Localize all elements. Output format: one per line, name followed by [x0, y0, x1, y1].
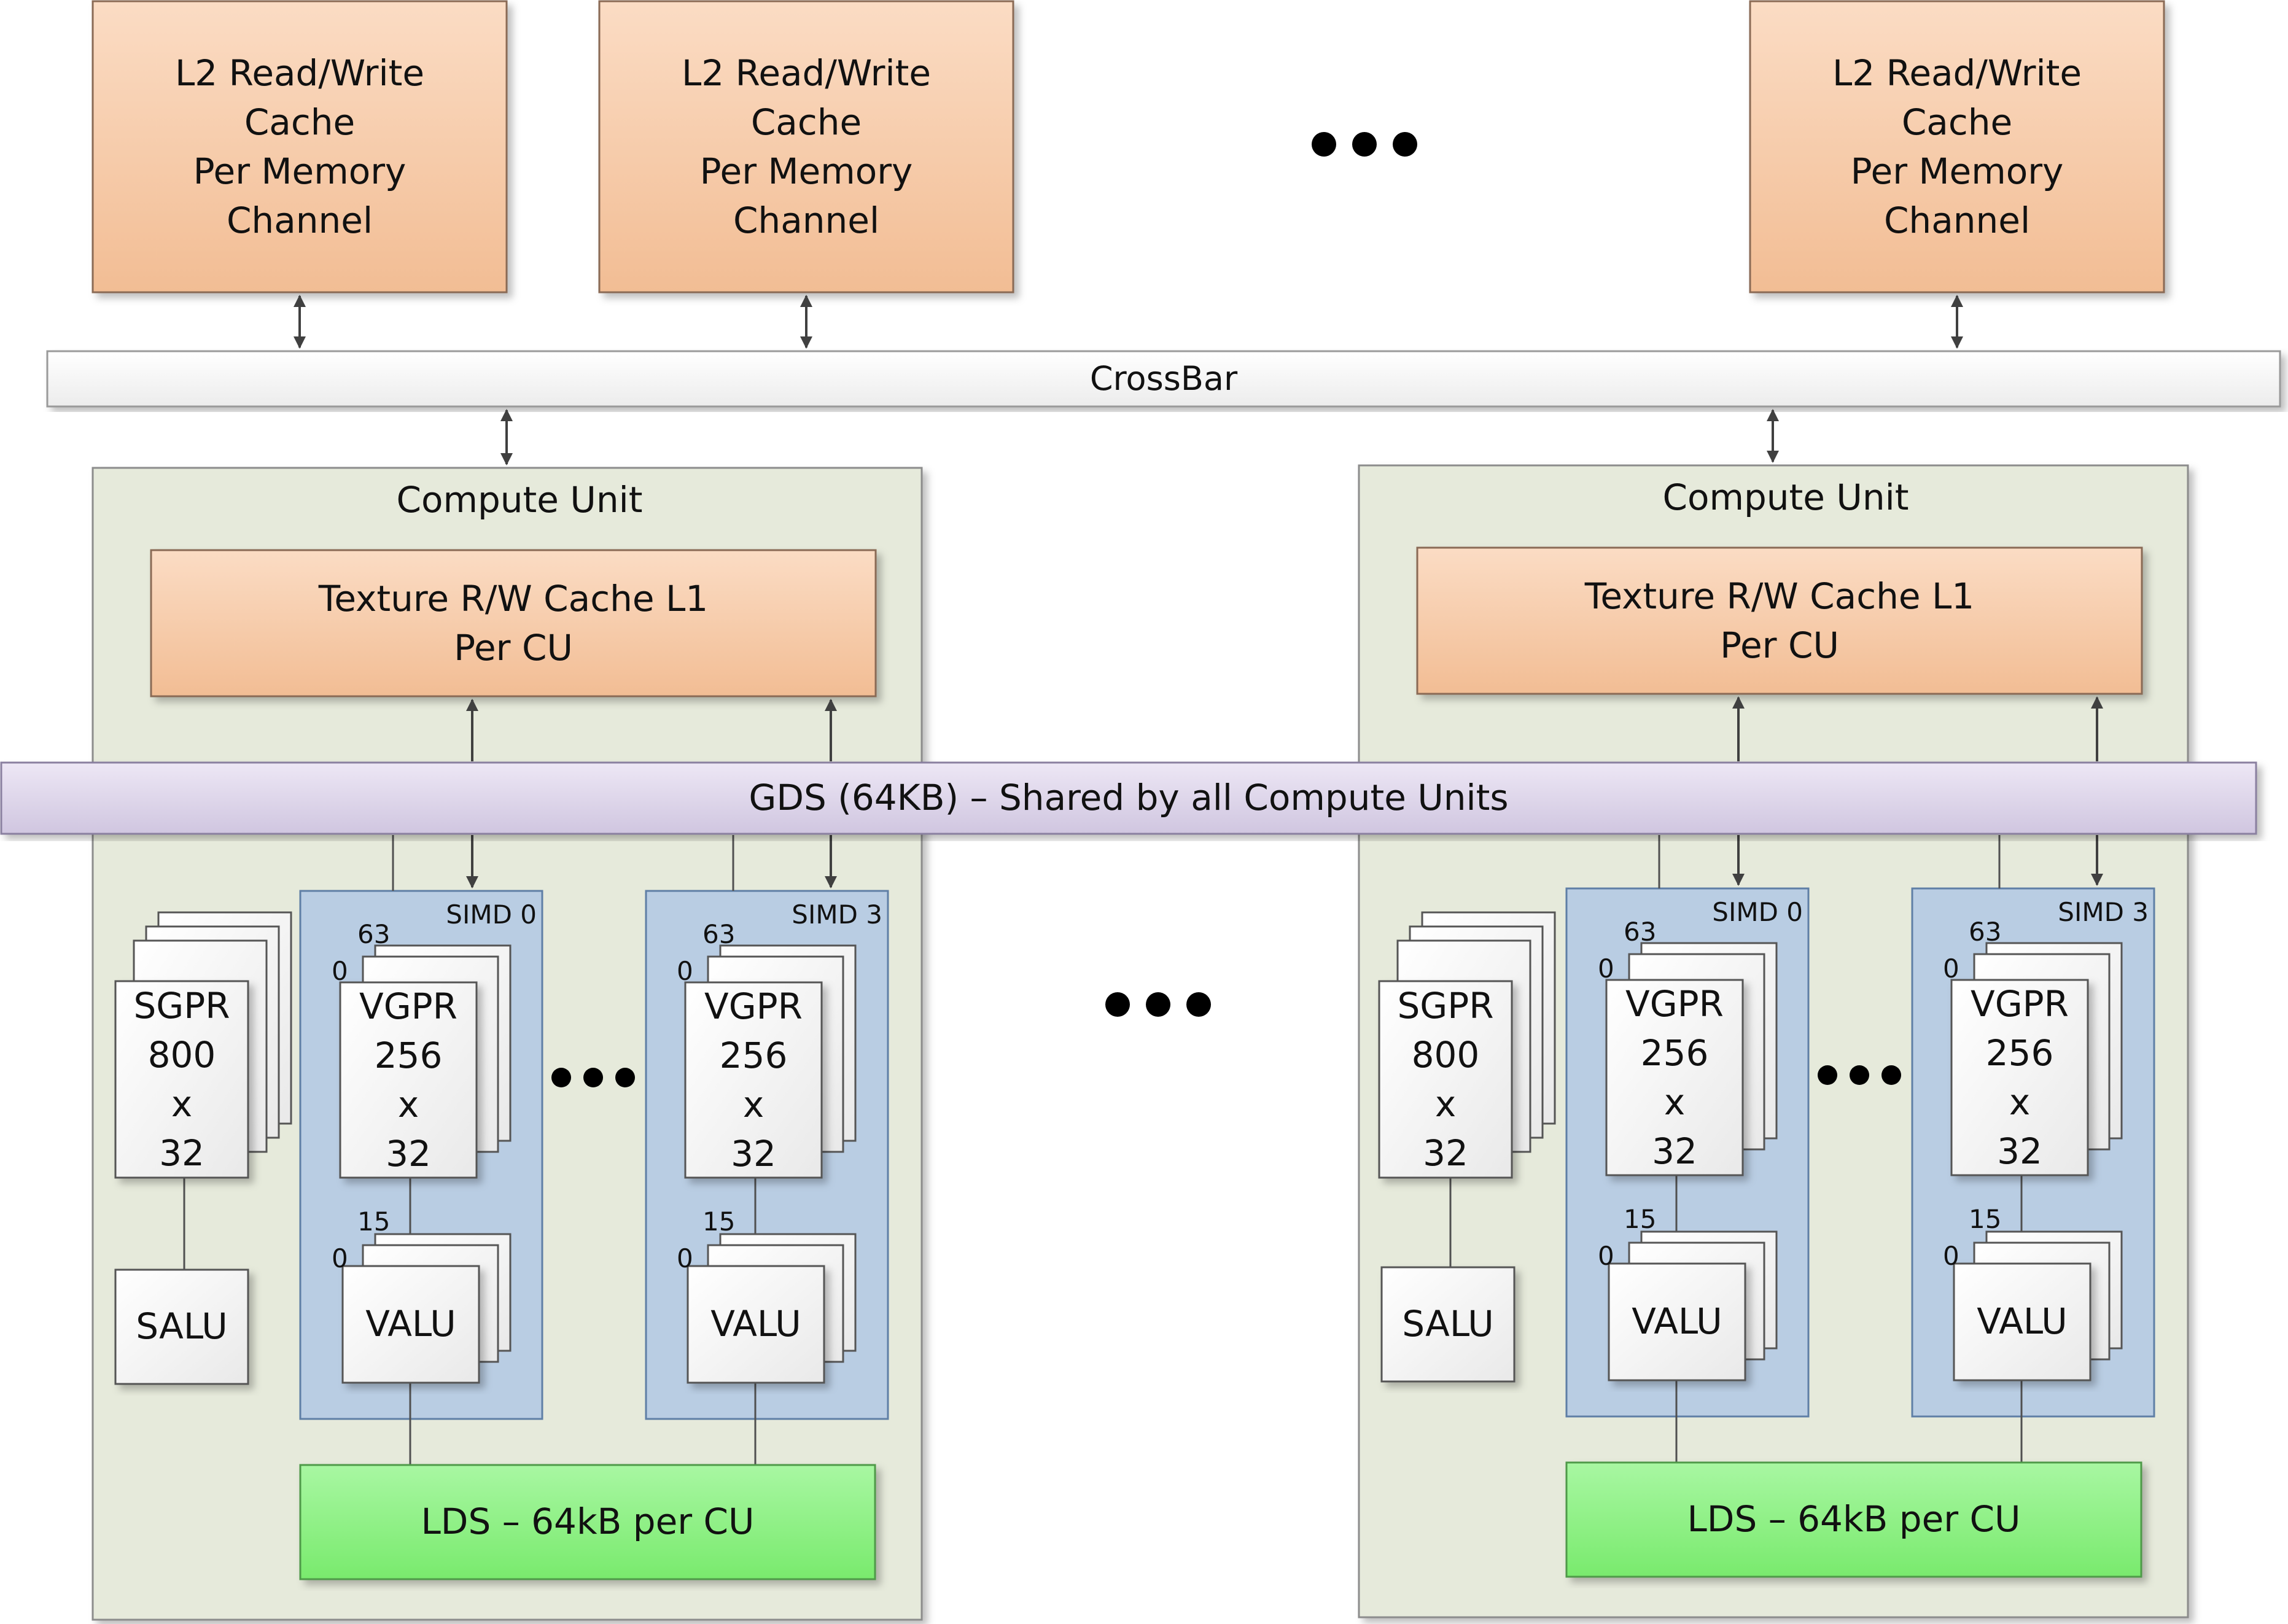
- cu1-simd0-vgpr-bottom-index: 0: [332, 955, 348, 986]
- cu2-salu-label: SALU: [1402, 1303, 1494, 1345]
- cu2-lds-box: [1565, 1461, 2142, 1578]
- cu2-simd3-vgpr-top-index: 63: [1969, 916, 2002, 947]
- cu1-simd0-valu-bottom-index: 0: [332, 1243, 348, 1273]
- cu1-lds-label: LDS – 64kB per CU: [421, 1501, 755, 1543]
- cu2-simd0-valu-bottom-index: 0: [1598, 1240, 1614, 1271]
- cu2-sgpr-box: [1378, 980, 1513, 1179]
- cu1-simd0-vgpr-label: VGPR 256 x 32: [359, 985, 457, 1175]
- cu1-simd3-vgpr-box: [684, 981, 823, 1179]
- cu1-simd3-valu-label: VALU: [710, 1303, 801, 1345]
- l2-cache-box-1: [91, 0, 508, 293]
- cu2-sgpr-stack: [1378, 911, 1556, 1179]
- cu1-simd3-valu-bottom-index: 0: [677, 1243, 693, 1273]
- cu1-simd0-label: SIMD 0: [446, 899, 537, 930]
- l2-cache-1-label: L2 Read/Write Cache Per Memory Channel: [174, 52, 425, 241]
- l2-cache-2-label: L2 Read/Write Cache Per Memory Channel: [681, 52, 932, 241]
- cu1-salu-label: SALU: [136, 1305, 228, 1348]
- crossbar-bar: [46, 350, 2281, 408]
- cu1-vgpr-stacks: [339, 944, 857, 1179]
- cu1-sgpr-label: SGPR 800 x 32: [133, 985, 230, 1174]
- texture-cache-2-box: [1416, 546, 2143, 695]
- cu2-simd0-valu-top-index: 15: [1624, 1203, 1657, 1234]
- cu1-simd0-valu-label: VALU: [365, 1303, 456, 1345]
- crossbar-cu-arrows: [500, 409, 1779, 465]
- cu1-sgpr-box: [114, 980, 249, 1179]
- cu1-simd0-valu-top-index: 15: [357, 1206, 391, 1237]
- cu1-valu-stacks: [341, 1233, 857, 1384]
- cu2-simd3-vgpr-bottom-index: 0: [1943, 953, 1959, 984]
- crossbar-label: CrossBar: [1089, 359, 1238, 398]
- cu1-simd3-vgpr-bottom-index: 0: [677, 955, 693, 986]
- cu1-lds-box: [299, 1464, 876, 1580]
- l2-caches: [91, 0, 2165, 293]
- cu2-valu-stacks: [1608, 1230, 2123, 1381]
- cu1-simd0-valu-box: [341, 1265, 480, 1384]
- l2-cache-box-3: [1749, 0, 2165, 293]
- cu2-simd3-valu-top-index: 15: [1969, 1203, 2002, 1234]
- cu2-simd3-valu-box: [1953, 1262, 2091, 1381]
- compute-unit-2-title: Compute Unit: [1662, 476, 1909, 519]
- gds-label: GDS (64KB) – Shared by all Compute Units: [749, 777, 1509, 819]
- cu2-simd-ellipsis: [1818, 1065, 1901, 1085]
- cu2-simd3-valu-bottom-index: 0: [1943, 1240, 1959, 1271]
- cu2-sgpr-label: SGPR 800 x 32: [1397, 985, 1494, 1174]
- cu1-simd3-label: SIMD 3: [792, 899, 882, 930]
- cu1-simd0-vgpr-box: [339, 981, 478, 1179]
- cu1-simd3-valu-box: [687, 1265, 825, 1384]
- l2-crossbar-arrows: [294, 295, 1963, 349]
- cu2-simd0-vgpr-bottom-index: 0: [1598, 953, 1614, 984]
- cu1-simd-ellipsis: [551, 1068, 635, 1087]
- compute-unit-1-title: Compute Unit: [396, 479, 643, 521]
- cu2-simd0-label: SIMD 0: [1712, 896, 1803, 927]
- cu1-simd3-vgpr-top-index: 63: [702, 919, 736, 949]
- cu2-simd3-vgpr-box: [1950, 979, 2089, 1176]
- cu2-simd3-vgpr-label: VGPR 256 x 32: [1971, 983, 2069, 1172]
- texture-cache-1-box: [150, 549, 877, 697]
- texture-cache-2-label: Texture R/W Cache L1 Per CU: [1584, 575, 1975, 666]
- cu2-lds-label: LDS – 64kB per CU: [1687, 1498, 2021, 1540]
- cu2-simd0-valu-box: [1608, 1262, 1746, 1381]
- cu1-salu-box: [114, 1269, 249, 1385]
- cu2-vgpr-stacks: [1605, 942, 2123, 1176]
- compute-unit-2: [1358, 464, 2189, 1618]
- compute-unit-1: [91, 467, 923, 1621]
- cu2-simd0-valu-label: VALU: [1632, 1300, 1722, 1343]
- cu2-simd3-label: SIMD 3: [2058, 896, 2149, 927]
- gds-bar: [0, 761, 2257, 835]
- cu1-simd3-valu-top-index: 15: [702, 1206, 736, 1237]
- cu2-simd0-vgpr-label: VGPR 256 x 32: [1625, 983, 1724, 1172]
- cu1-simd0-vgpr-top-index: 63: [357, 919, 391, 949]
- cu2-simd3-valu-label: VALU: [1977, 1300, 2068, 1343]
- texture-cache-1-label: Texture R/W Cache L1 Per CU: [318, 578, 709, 669]
- l2-cache-3-label: L2 Read/Write Cache Per Memory Channel: [1832, 52, 2082, 241]
- cu2-simd0-vgpr-box: [1605, 979, 1744, 1176]
- cu1-sgpr-stack: [114, 911, 292, 1179]
- cu2-salu-box: [1380, 1266, 1516, 1383]
- l2-ellipsis: [1312, 132, 1417, 157]
- cu1-simd3-vgpr-label: VGPR 256 x 32: [704, 985, 803, 1175]
- cu2-simd0-vgpr-top-index: 63: [1624, 916, 1657, 947]
- cu-ellipsis: [1105, 992, 1211, 1017]
- l2-cache-box-2: [598, 0, 1014, 293]
